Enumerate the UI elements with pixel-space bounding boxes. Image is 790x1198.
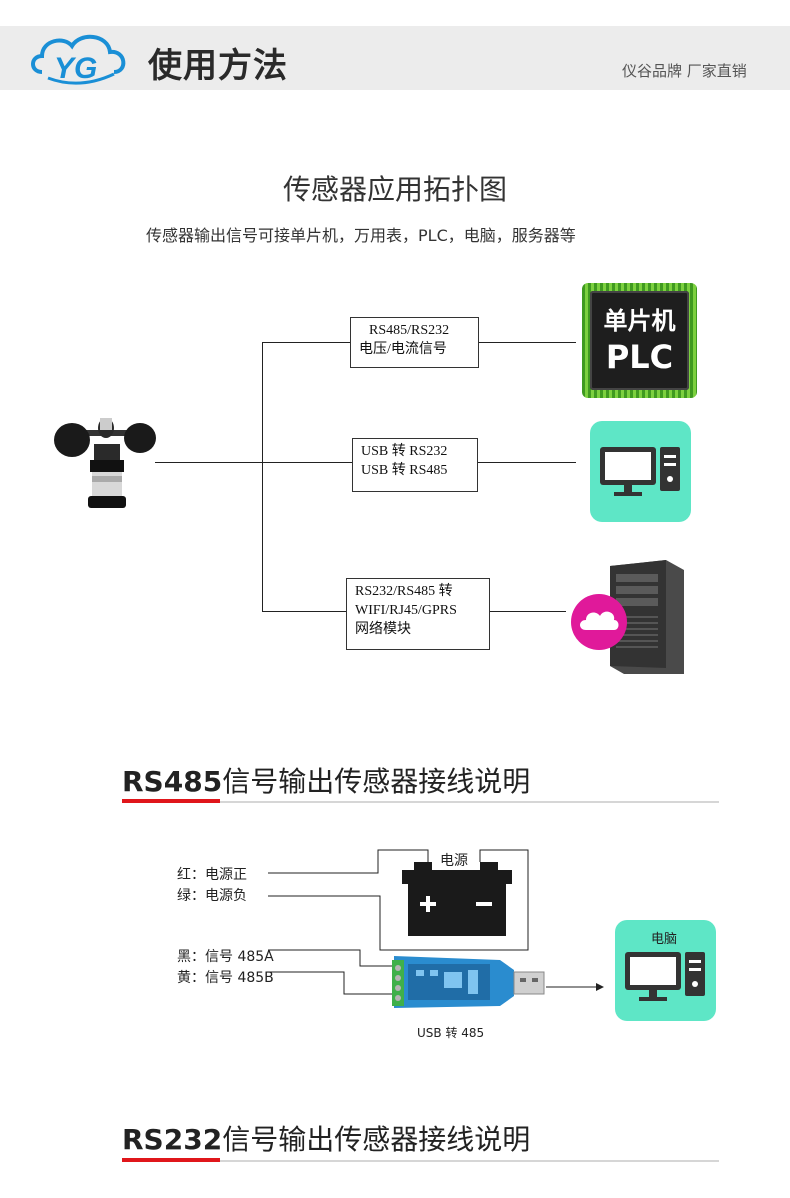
branch1-box: RS485/RS232 电压/电流信号 <box>350 317 479 368</box>
brand-logo-icon: YG <box>31 35 126 85</box>
branch3-line3: 网络模块 <box>355 622 411 637</box>
branch3-box: RS232/RS485 转 WIFI/RJ45/GPRS 网络模块 <box>346 578 490 650</box>
branch2-box: USB 转 RS232 USB 转 RS485 <box>352 438 478 492</box>
rs232-title-bold: RS232 <box>122 1123 223 1156</box>
branch1-line2: 电压/电流信号 <box>359 342 447 357</box>
topology-subtitle: 传感器输出信号可接单片机，万用表，PLC，电脑，服务器等 <box>146 226 576 245</box>
branch2-line1: USB 转 RS232 <box>361 444 448 459</box>
computer-tile-2: 电脑 <box>615 920 716 1021</box>
branch1-line1: RS485/RS232 <box>369 323 450 338</box>
rs485-gray-rule <box>122 801 719 803</box>
plc-label: PLC <box>605 338 674 376</box>
mcu-plc-chip-icon: 单片机 PLC <box>582 283 697 398</box>
rs485-title-bold: RS485 <box>122 765 223 798</box>
rs485-red-rule <box>122 799 220 803</box>
wire-red-label: 红：电源正 <box>177 867 247 883</box>
wiring-lines <box>268 849 604 995</box>
rs485-title-rest: 信号输出传感器接线说明 <box>222 765 531 798</box>
rs485-section-title: RS485信号输出传感器接线说明 <box>122 760 530 800</box>
header-bar <box>0 26 790 90</box>
branch3-line2: WIFI/RJ45/GPRS <box>355 603 457 618</box>
pc-label: 电脑 <box>651 932 678 947</box>
vertical-bus-line <box>262 342 263 612</box>
page-title: 使用方法 <box>148 46 288 86</box>
anemometer-sensor-icon <box>54 418 156 508</box>
rs232-red-rule <box>122 1158 220 1162</box>
converter-caption: USB 转 485 <box>417 1026 485 1040</box>
wire-green-label: 绿：电源负 <box>177 888 247 904</box>
branch3-line1: RS232/RS485 转 <box>355 584 453 599</box>
power-label: 电源 <box>440 853 468 869</box>
battery-icon <box>402 862 512 936</box>
branch2-line2: USB 转 RS485 <box>361 463 448 478</box>
rs232-title-rest: 信号输出传感器接线说明 <box>222 1123 531 1156</box>
svg-text:YG: YG <box>54 52 97 85</box>
wire-yellow-label: 黄：信号 485B <box>177 970 274 986</box>
wire-black-label: 黑：信号 485A <box>177 949 274 965</box>
usb-485-converter-icon <box>392 956 545 1008</box>
computer-icon <box>600 447 680 496</box>
computer-tile <box>590 421 691 522</box>
brand-slogan: 仪谷品牌 厂家直销 <box>622 62 747 80</box>
computer-icon-2 <box>625 952 705 1001</box>
topology-title: 传感器应用拓扑图 <box>282 173 507 206</box>
rs232-section-title: RS232信号输出传感器接线说明 <box>122 1118 530 1158</box>
mcu-label: 单片机 <box>603 307 676 335</box>
rs232-gray-rule <box>122 1160 719 1162</box>
server-cloud-icon <box>571 560 684 674</box>
